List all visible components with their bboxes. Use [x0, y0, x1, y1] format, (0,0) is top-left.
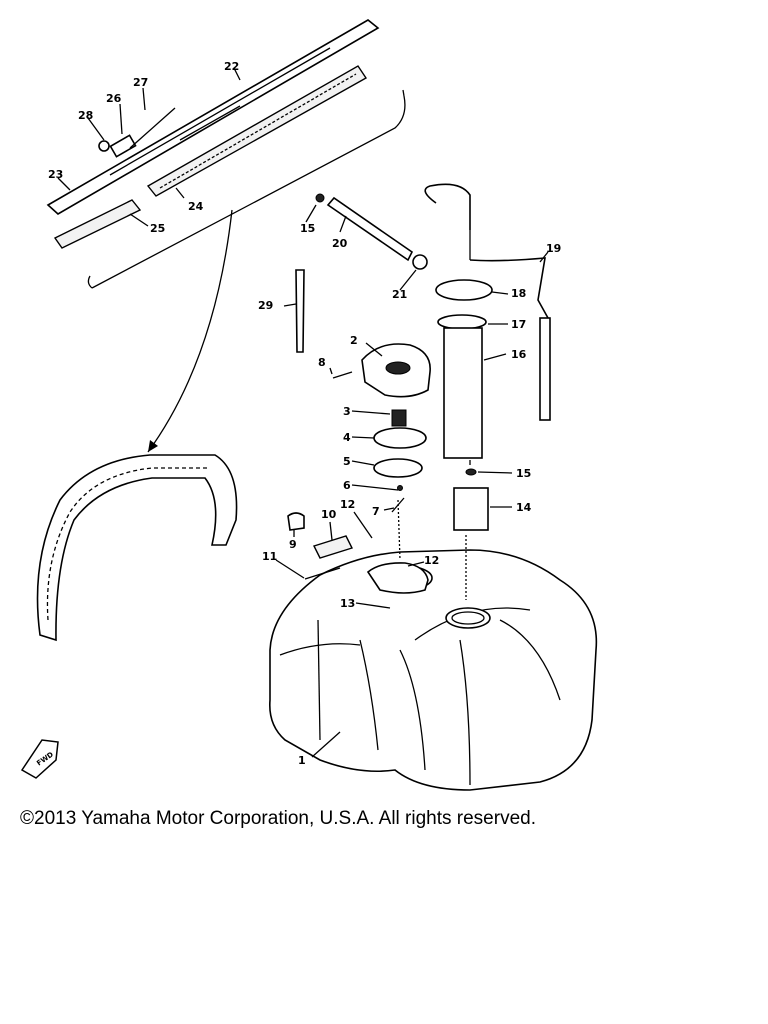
part-label-6: 6: [343, 479, 351, 492]
part-label-16: 16: [511, 348, 527, 361]
part-label-1: 1: [298, 754, 306, 767]
leader-lines: [275, 204, 549, 758]
part-label-25: 25: [150, 222, 165, 235]
inset-pointer-line: [147, 209, 233, 453]
rivet-6: [397, 485, 403, 491]
part-label-20: 20: [332, 237, 348, 250]
part-label-10: 10: [321, 508, 337, 521]
chain-8: [332, 371, 353, 379]
exploded-parts-diagram: FWD 1 2 3 4 5 6 7 8 9 10 11 12 12 13 14 …: [20, 19, 598, 791]
rod-29: [295, 269, 305, 353]
fuel-pickup-assembly: [295, 183, 551, 600]
part-label-15a: 15: [300, 222, 315, 235]
neck-ring: [366, 562, 429, 594]
buckle-26: [109, 134, 137, 158]
part-label-29: 29: [258, 299, 273, 312]
plate-10: [313, 535, 353, 559]
pin-27: [129, 107, 176, 149]
part-label-11: 11: [262, 550, 277, 563]
clamp-15b: [465, 468, 477, 476]
pad-25: [53, 199, 142, 249]
filter-14: [453, 487, 489, 531]
part-label-5: 5: [343, 455, 351, 468]
front-direction-icon: FWD: [20, 739, 59, 779]
strap-inset: [46, 19, 406, 289]
collar-28: [98, 140, 110, 152]
o-ring-17: [437, 314, 487, 330]
gasket-5: [373, 458, 423, 478]
part-label-28: 28: [78, 109, 93, 122]
hose-end: [539, 317, 551, 421]
grommet-9: [287, 512, 305, 531]
nut-21: [412, 254, 428, 270]
tube-16: [443, 327, 483, 459]
part-labels: 1 2 3 4 5 6 7 8 9 10 11 12 12 13 14 15 1…: [48, 60, 561, 767]
part-label-3: 3: [343, 405, 351, 418]
hose-loop: [424, 183, 471, 230]
tank-frame-strap: [36, 454, 238, 642]
inset-pointer-arrowhead: [148, 440, 158, 452]
hose-19: [469, 257, 549, 319]
part-label-21: 21: [392, 288, 407, 301]
part-label-22: 22: [224, 60, 239, 73]
part-label-18: 18: [511, 287, 526, 300]
part-label-7: 7: [372, 505, 380, 518]
part-label-4: 4: [343, 431, 351, 444]
part-label-27: 27: [133, 76, 148, 89]
clip-15a: [315, 193, 325, 203]
part-label-13: 13: [340, 597, 355, 610]
part-label-2: 2: [350, 334, 358, 347]
part-label-12b: 12: [424, 554, 439, 567]
fuel-tank: [268, 549, 598, 791]
part-label-8: 8: [318, 356, 326, 369]
part-label-9: 9: [289, 538, 297, 551]
part-label-15b: 15: [516, 467, 531, 480]
cap-18: [435, 279, 493, 301]
part-label-17: 17: [511, 318, 526, 331]
part-label-24: 24: [188, 200, 204, 213]
spring-20: [326, 196, 414, 262]
plate-4: [373, 427, 427, 449]
copyright-notice: ©2013 Yamaha Motor Corporation, U.S.A. A…: [20, 808, 536, 829]
spring-3: [391, 409, 407, 427]
part-label-12a: 12: [340, 498, 355, 511]
screw-11: [304, 567, 341, 580]
part-label-26: 26: [106, 92, 122, 105]
part-label-23: 23: [48, 168, 63, 181]
filler-cap-assembly: [332, 343, 431, 561]
part-label-14: 14: [516, 501, 532, 514]
part-label-19: 19: [546, 242, 561, 255]
